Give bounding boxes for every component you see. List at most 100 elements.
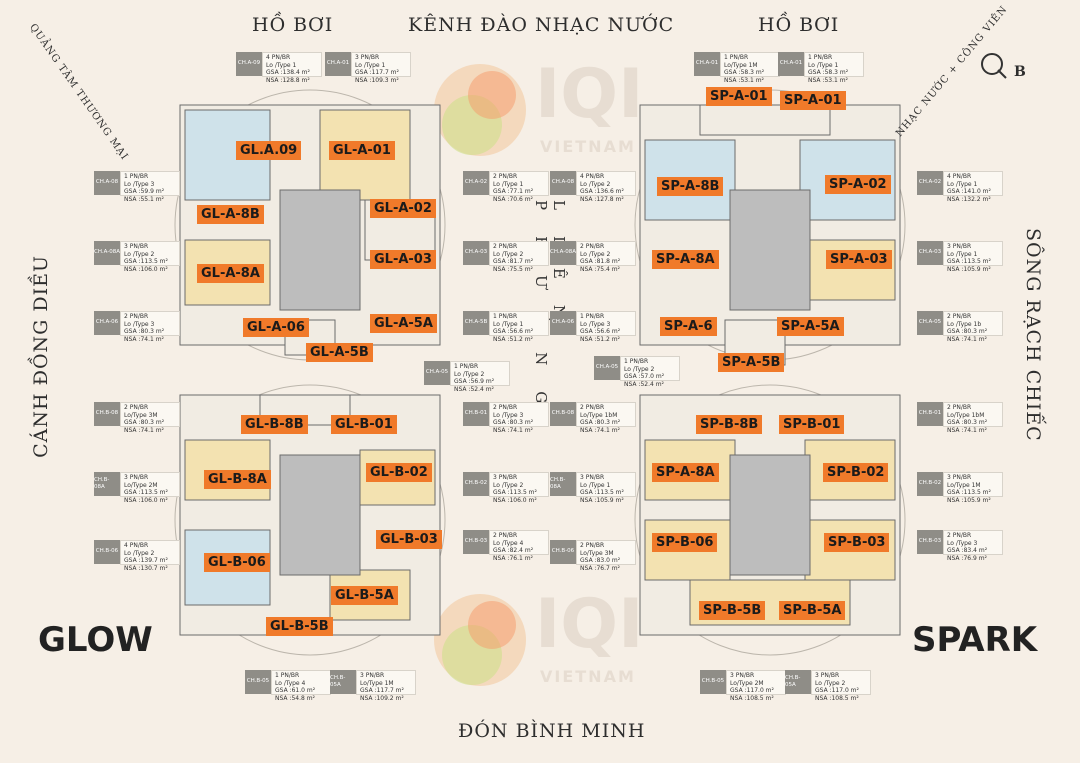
unit-spec-line: Lo /Type 1: [355, 61, 386, 69]
unit-code: CH.A-05: [424, 361, 450, 385]
unit-spec-line: NSA :51.2 m²: [580, 335, 620, 343]
unit-spec-line: GSA :56.9 m²: [454, 378, 495, 385]
unit-spec-line: NSA :55.1 m²: [124, 195, 164, 203]
unit-spec-line: 1 PN/BR: [580, 313, 605, 320]
unit-spec-line: Lo /Type 2: [580, 250, 611, 258]
unit-tag: GL-B-03: [376, 530, 442, 549]
unit-tag: SP-A-01: [706, 87, 772, 106]
unit-spec-line: 4 PN/BR: [580, 173, 605, 180]
unit-tag: SP-B-06: [652, 533, 718, 552]
unit-tag: SP-B-5A: [779, 601, 846, 620]
unit-spec-line: 4 PN/BR: [947, 173, 972, 180]
unit-spec-line: Lo /Type 2: [815, 679, 846, 687]
unit-spec-line: NSA :106.0 m²: [124, 265, 168, 273]
unit-spec-line: GSA :113.5 m²: [947, 489, 991, 496]
unit-spec-line: Lo /Type 2: [580, 180, 611, 188]
unit-code: CH.A-02: [463, 171, 489, 195]
unit-spec-line: Lo/Type 2M: [124, 481, 158, 489]
unit-spec-line: 2 PN/BR: [580, 542, 605, 549]
unit-spec-line: Lo /Type 2: [493, 250, 524, 258]
unit-code: CH.A-08A: [94, 241, 120, 265]
unit-code: CH.A-05: [594, 356, 620, 380]
unit-spec-line: NSA :51.2 m²: [493, 335, 533, 343]
unit-spec-line: Lo /Type 3: [124, 180, 155, 188]
unit-spec-line: Lo/Type 1bM: [947, 411, 985, 419]
unit-spec-line: NSA :74.1 m²: [124, 335, 164, 343]
unit-spec-line: 1 PN/BR: [624, 358, 649, 365]
unit-code: CH.B-05A: [785, 670, 811, 694]
unit-tag: GL-A-5B: [306, 343, 373, 362]
logo-mark-icon: [434, 594, 526, 686]
unit-spec-line: NSA :127.8 m²: [580, 195, 624, 203]
unit-tag: SP-A-8A: [652, 250, 719, 269]
unit-spec-line: 3 PN/BR: [580, 474, 605, 481]
unit-spec-line: GSA :83.4 m²: [947, 547, 988, 554]
unit-tag: GL-B-02: [366, 463, 432, 482]
unit-tag: SP-A-8B: [657, 177, 724, 196]
unit-tag: GL-A-06: [243, 318, 309, 337]
unit-spec-line: 1 PN/BR: [493, 313, 518, 320]
logo-text: IQI: [535, 55, 644, 134]
unit-spec-line: GSA :138.4 m²: [266, 69, 310, 76]
unit-tag: GL-B-06: [204, 553, 270, 572]
unit-spec-line: Lo /Type 3: [124, 320, 155, 328]
unit-spec-line: GSA :57.0 m²: [624, 373, 665, 380]
unit-code: CH.B-02: [917, 472, 943, 496]
unit-spec-line: GSA :117.0 m²: [815, 687, 859, 694]
unit-spec-line: NSA :53.1 m²: [724, 76, 764, 84]
unit-spec-line: GSA :113.5 m²: [124, 258, 168, 265]
unit-spec-line: NSA :76.7 m²: [580, 564, 620, 572]
unit-code: CH.A-08: [94, 171, 120, 195]
unit-tag: SP-B-8B: [696, 415, 763, 434]
unit-spec-line: NSA :74.1 m²: [493, 426, 533, 434]
unit-spec-line: GSA :83.0 m²: [580, 557, 621, 564]
label-pool-right: HỒ BƠI: [758, 14, 840, 36]
label-kite-field: CÁNH ĐỒNG DIỀU: [30, 255, 52, 458]
unit-tag: GL-B-8B: [241, 415, 308, 434]
unit-spec-line: 1 PN/BR: [724, 54, 749, 61]
unit-tag: GL-B-01: [331, 415, 397, 434]
unit-spec-line: GSA :81.7 m²: [493, 258, 534, 265]
unit-spec-line: Lo /Type 3: [947, 539, 978, 547]
unit-tag: GL-A-8A: [197, 264, 264, 283]
unit-tag: SP-A-02: [825, 175, 891, 194]
unit-spec-line: GSA :139.7 m²: [124, 557, 168, 564]
unit-tag: GL.A.09: [236, 141, 302, 160]
unit-code: CH.A-03: [463, 241, 489, 265]
unit-spec-line: NSA :132.2 m²: [947, 195, 991, 203]
unit-spec-line: NSA :109.3 m²: [355, 76, 399, 84]
logo-watermark-top: IQI VIETNAM: [430, 55, 670, 175]
unit-spec-line: NSA :105.9 m²: [947, 265, 991, 273]
logo-mark-icon: [434, 64, 526, 156]
unit-spec-line: GSA :113.5 m²: [947, 258, 991, 265]
unit-spec-line: NSA :74.1 m²: [947, 426, 987, 434]
unit-spec-line: GSA :113.5 m²: [124, 489, 168, 496]
unit-code: CH.A-5B: [463, 311, 489, 335]
unit-spec-line: Lo /Type 1b: [947, 320, 982, 328]
